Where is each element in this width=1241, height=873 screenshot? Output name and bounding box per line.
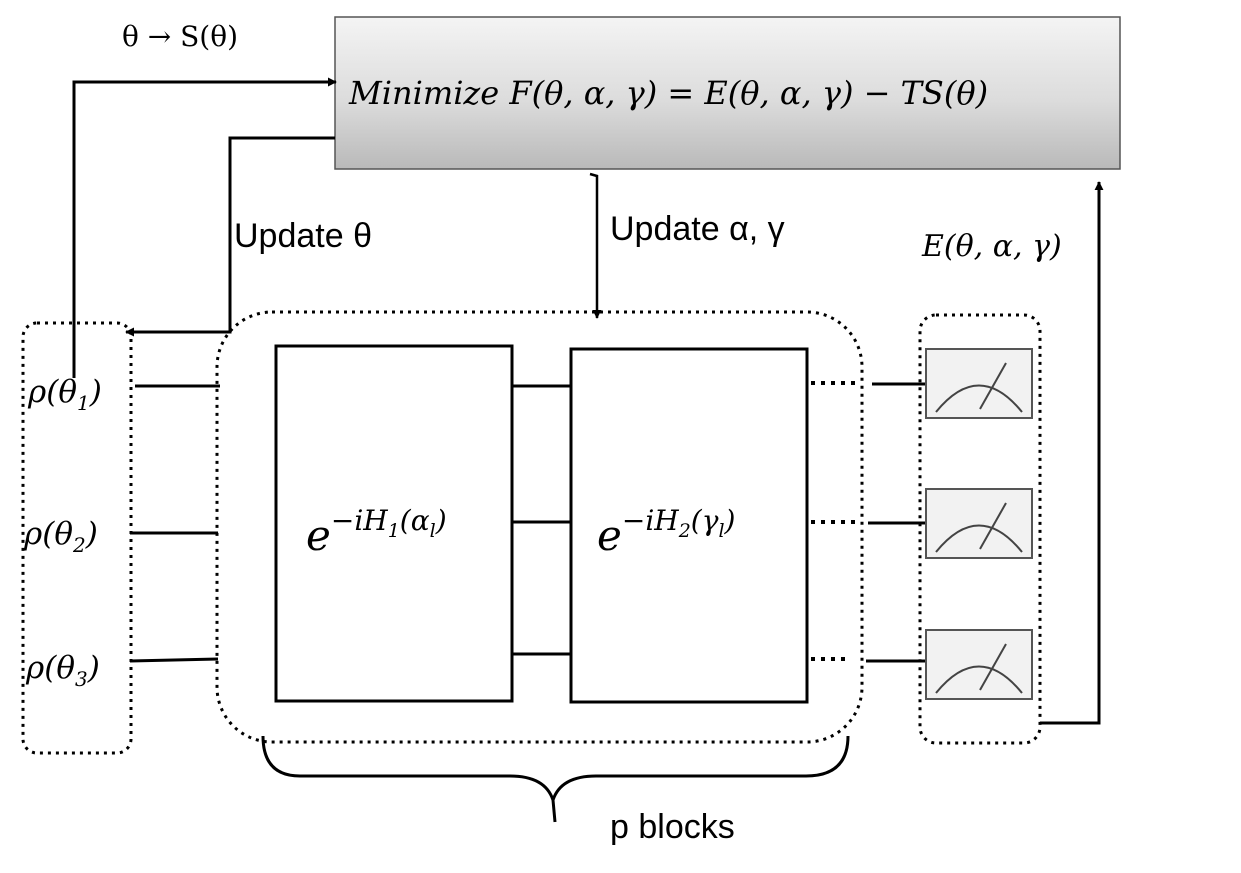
measurement-meter bbox=[925, 629, 1033, 700]
energy-output-arrow bbox=[1040, 181, 1104, 725]
gate-h2 bbox=[569, 347, 809, 704]
circuit-block bbox=[215, 310, 864, 744]
update-theta-label: Update θ bbox=[234, 217, 372, 255]
measurement-register bbox=[918, 313, 1042, 745]
p-blocks-brace bbox=[261, 735, 850, 823]
update-alpha-gamma-label: Update α, γ bbox=[610, 210, 785, 248]
measurement-meter bbox=[925, 348, 1033, 419]
energy-output-label: E(θ, α, γ) bbox=[921, 229, 1062, 264]
input-wire-3 bbox=[129, 657, 219, 663]
objective-label: Minimize F(θ, α, γ) = E(θ, α, γ) − TS(θ) bbox=[348, 74, 988, 112]
measurement-meter bbox=[925, 488, 1033, 559]
input-state-2: ρ(θ2) bbox=[23, 516, 98, 557]
input-state-1: ρ(θ1) bbox=[27, 374, 102, 415]
input-state-3: ρ(θ3) bbox=[25, 650, 100, 691]
objective-box: Minimize F(θ, α, γ) = E(θ, α, γ) − TS(θ) bbox=[334, 16, 1121, 170]
entropy-feedback-arrow bbox=[72, 77, 337, 378]
p-blocks-label: p blocks bbox=[610, 808, 735, 846]
gate-h2-label: e−iH2(γl) bbox=[597, 504, 735, 560]
input-register bbox=[21, 321, 133, 755]
entropy-map-label: θ → S(θ) bbox=[122, 20, 238, 53]
update-theta-arrow bbox=[125, 136, 335, 337]
update-alpha-gamma-arrow bbox=[589, 172, 602, 319]
gate-h1-label: e−iH1(αl) bbox=[306, 504, 447, 560]
